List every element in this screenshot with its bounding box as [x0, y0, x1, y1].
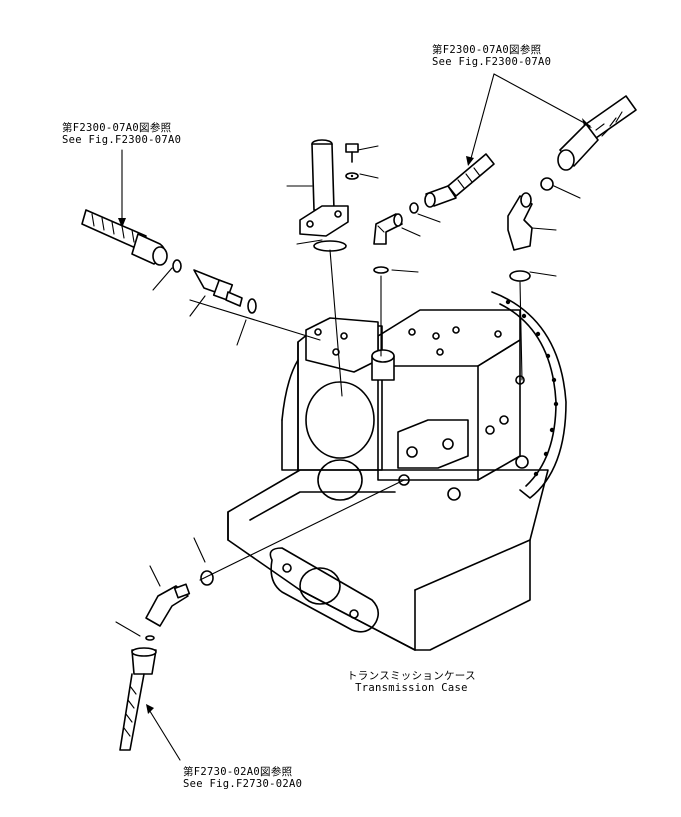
o-ring-icon — [200, 570, 214, 586]
o-ring-icon — [145, 635, 155, 641]
elbow-fitting-icon — [145, 583, 191, 627]
washer-icon — [345, 172, 359, 180]
o-ring-icon — [373, 266, 389, 274]
transmission-case-icon — [227, 291, 567, 651]
reference-en-bottom: See Fig.F2730-02A0 — [183, 778, 303, 790]
o-ring-icon — [247, 298, 257, 314]
reference-label-top-right: 第F2300-07A0図参照 See Fig.F2300-07A0 — [432, 44, 551, 68]
case-label: トランスミッションケース Transmission Case — [347, 670, 476, 694]
reference-en-top-right: See Fig.F2300-07A0 — [432, 56, 552, 68]
o-ring-icon — [409, 202, 419, 214]
hose-icon — [119, 647, 157, 751]
hose-icon — [424, 153, 495, 208]
reference-label-bottom: 第F2730-02A0図参照 See Fig.F2730-02A0 — [183, 766, 302, 790]
o-ring-icon — [509, 270, 531, 282]
hose-icon — [81, 209, 168, 266]
case-label-en: Transmission Case — [355, 682, 468, 694]
reference-en-top-left: See Fig.F2300-07A0 — [62, 134, 182, 146]
reference-jp-top-left: 第F2300-07A0図参照 — [62, 122, 172, 134]
reference-jp-top-right: 第F2300-07A0図参照 — [432, 44, 542, 56]
leader-lines — [115, 73, 592, 761]
reference-jp-bottom: 第F2730-02A0図参照 — [183, 766, 293, 778]
case-label-jp: トランスミッションケース — [347, 670, 476, 682]
hose-icon — [557, 95, 637, 171]
elbow-fitting-icon — [373, 213, 403, 245]
connector-icon — [299, 139, 349, 237]
elbow-fitting-icon — [507, 192, 533, 251]
o-ring-icon — [313, 240, 347, 252]
bolt-icon — [345, 143, 359, 163]
o-ring-icon — [172, 259, 182, 273]
reference-label-top-left: 第F2300-07A0図参照 See Fig.F2300-07A0 — [62, 122, 181, 146]
o-ring-icon — [540, 177, 554, 191]
connector-icon — [193, 269, 243, 307]
